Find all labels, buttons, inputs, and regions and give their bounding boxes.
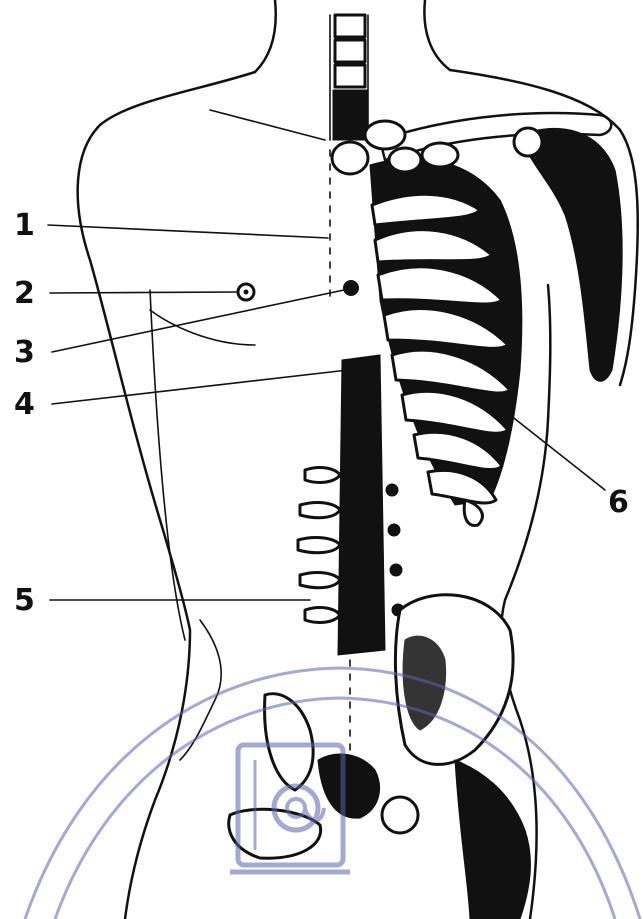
- clavicle-line: [210, 110, 325, 140]
- marker-2-dot: [244, 290, 249, 295]
- marker-3-dot: [343, 280, 359, 296]
- label-1: 1: [14, 208, 35, 243]
- leader-line-6: [510, 415, 605, 490]
- leader-line-2: [50, 292, 238, 293]
- label-5: 5: [14, 583, 35, 618]
- leader-line-4: [52, 370, 348, 404]
- label-6: 6: [608, 485, 629, 520]
- rib-cage: [365, 121, 522, 526]
- label-2: 2: [14, 276, 35, 311]
- labels: 1 2 3 4 5 6: [14, 208, 629, 618]
- label-4: 4: [14, 387, 35, 422]
- leader-line-1: [48, 225, 328, 238]
- markers: [150, 110, 359, 640]
- leader-line-3: [52, 290, 344, 352]
- label-3: 3: [14, 335, 35, 370]
